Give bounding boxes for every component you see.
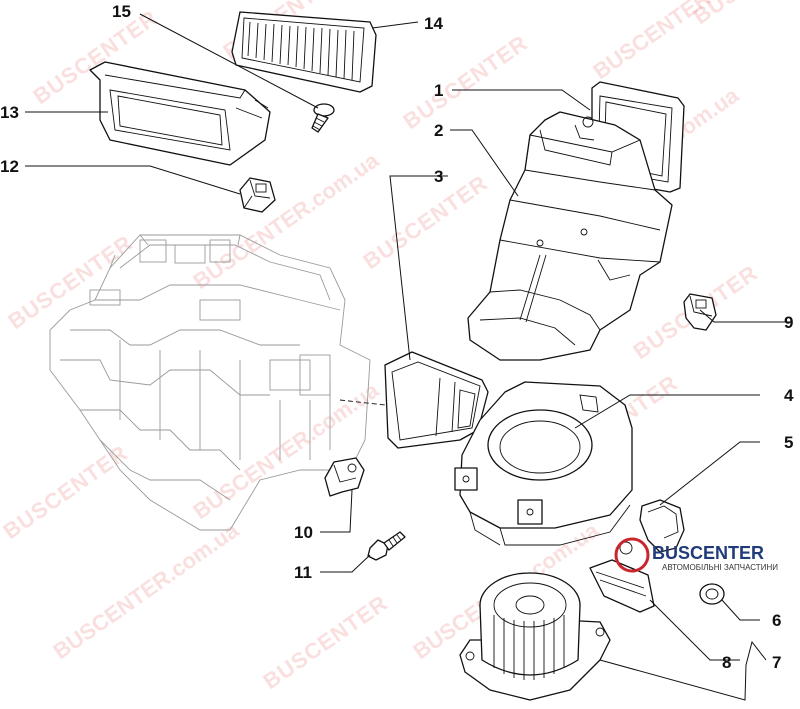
watermark: BUSCENTER xyxy=(4,230,138,334)
callout-3: 3 xyxy=(434,167,443,186)
callout-6: 6 xyxy=(772,611,781,630)
leader-lines xyxy=(25,13,790,701)
part-15-screw xyxy=(311,103,335,133)
watermark: BUSCENTER xyxy=(359,170,493,274)
callout-4: 4 xyxy=(784,386,794,405)
callout-10: 10 xyxy=(294,523,313,542)
callout-2: 2 xyxy=(434,121,443,140)
watermark: BUSCENTER xyxy=(689,0,800,29)
watermark-domain: BUSCENTER.com.ua xyxy=(189,147,384,294)
part-11-bolt xyxy=(367,531,406,561)
callout-7: 7 xyxy=(772,653,781,672)
callout-11: 11 xyxy=(294,563,312,582)
callout-14: 14 xyxy=(424,14,443,33)
watermark: BUSCENTER xyxy=(259,590,393,694)
part-7-blower-motor xyxy=(459,572,611,701)
part-14-pollen-filter xyxy=(231,11,377,93)
part-12-clip xyxy=(239,177,276,213)
part-4-blower-housing xyxy=(454,381,633,546)
heater-box-assembly xyxy=(49,234,371,531)
callout-labels: 15 14 13 12 1 2 3 4 5 9 10 11 6 7 8 xyxy=(0,2,794,672)
callout-8: 8 xyxy=(722,653,731,672)
callout-15: 15 xyxy=(112,2,131,21)
logo-ring-icon xyxy=(614,537,650,573)
callout-9: 9 xyxy=(784,313,793,332)
callout-12: 12 xyxy=(0,157,19,176)
buscenter-logo: BUSCENTER АВТОМОБІЛЬНІ ЗАПЧАСТИНИ xyxy=(614,537,778,573)
watermark-domain: BUSCENTER.com.ua xyxy=(589,0,784,84)
callout-13: 13 xyxy=(0,103,19,122)
watermark-domain: BUSCENTER.com.ua xyxy=(189,377,384,524)
watermark: BUSCENTER xyxy=(399,30,533,134)
logo-tagline: АВТОМОБІЛЬНІ ЗАПЧАСТИНИ xyxy=(662,563,778,572)
callout-1: 1 xyxy=(434,81,443,100)
callout-5: 5 xyxy=(784,433,793,452)
logo-name: BUSCENTER xyxy=(652,543,764,563)
watermark-domain: BUSCENTER.com.ua xyxy=(49,517,244,664)
part-6-grommet xyxy=(699,583,725,605)
part-2-intake-housing xyxy=(467,111,673,361)
watermark: BUSCENTER xyxy=(0,440,132,544)
part-5-bracket xyxy=(639,499,685,553)
part-13-air-intake-frame xyxy=(89,61,271,166)
part-10-sensor xyxy=(324,457,365,497)
part-8-wiring-clip xyxy=(589,541,655,613)
